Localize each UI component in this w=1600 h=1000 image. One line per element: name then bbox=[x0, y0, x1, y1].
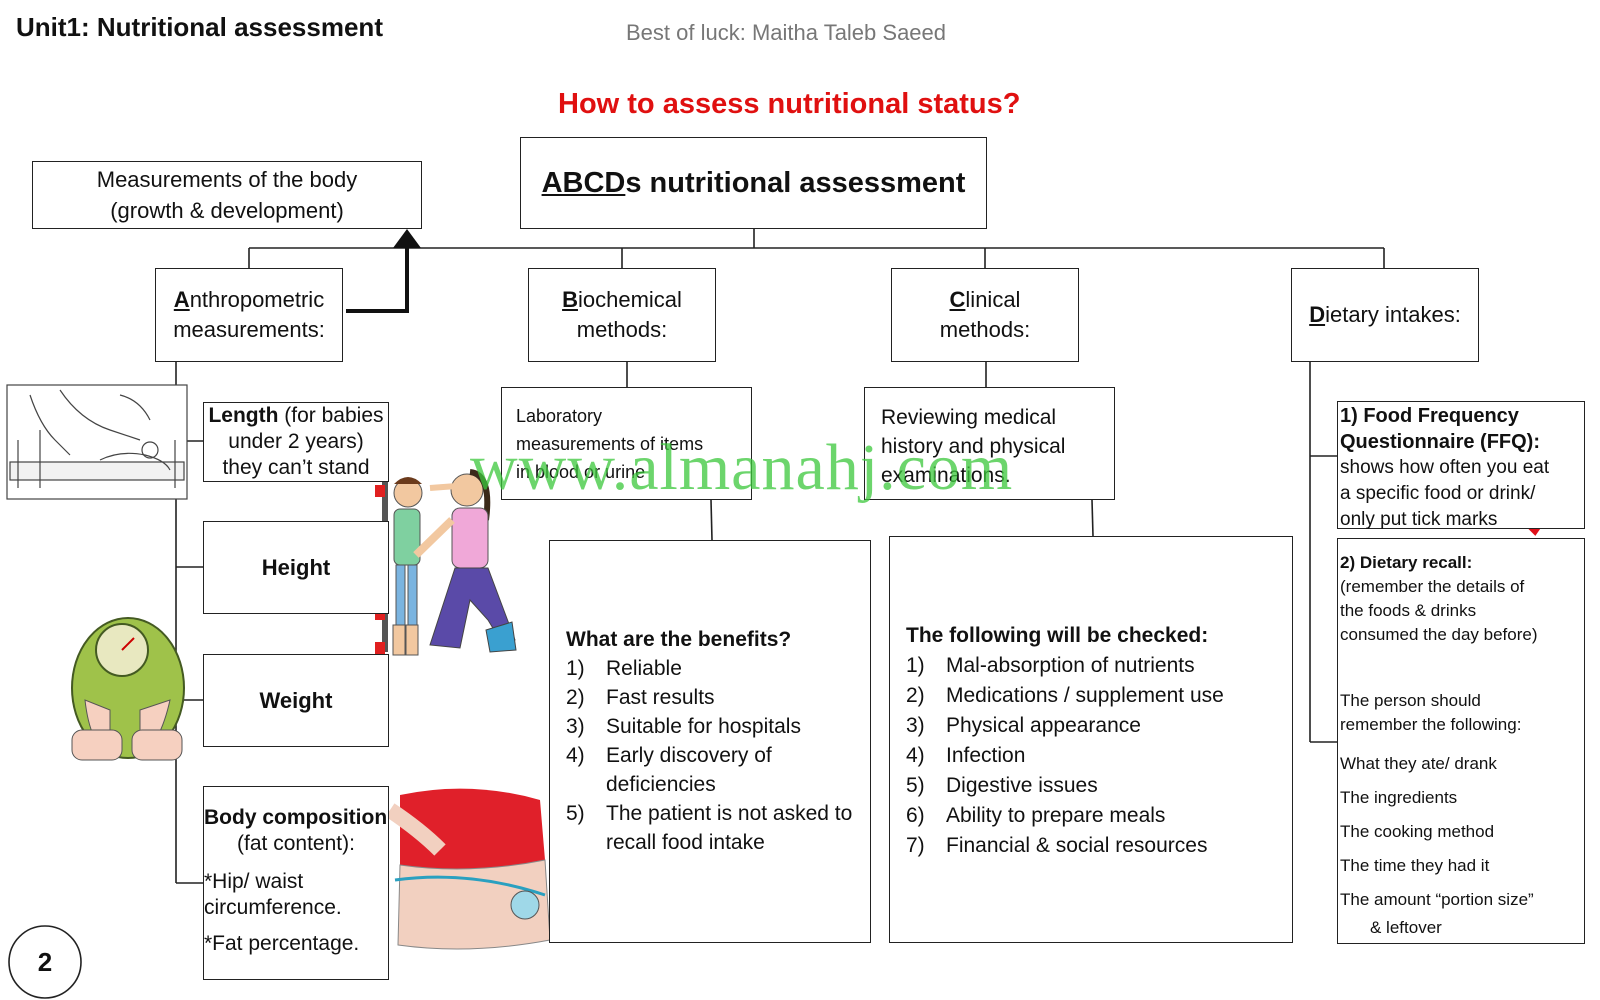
checked-list: 1) Mal-absorption of nutrients 2) Medicatio… bbox=[906, 651, 1282, 861]
checked-item-number: 5) bbox=[906, 774, 925, 797]
checked-item: 4) Infection bbox=[906, 741, 1282, 771]
checked-item: 2) Medications / supplement use bbox=[906, 681, 1282, 711]
benefit-item: 2) Fast results bbox=[566, 683, 860, 712]
weight-box: Weight bbox=[203, 654, 389, 747]
body-composition-box: Body composition (fat content): *Hip/ wa… bbox=[203, 786, 389, 980]
benefit-item-text: Early discovery of deficiencies bbox=[606, 744, 772, 796]
recall-item: The ingredients bbox=[1340, 788, 1458, 807]
checked-item: 6) Ability to prepare meals bbox=[906, 801, 1282, 831]
waist-measurement-illustration bbox=[385, 788, 551, 952]
length-box: Length (for babies under 2 years) they c… bbox=[203, 402, 389, 482]
benefit-item: 5) The patient is not asked to recall foo… bbox=[566, 799, 860, 857]
credit-line: Best of luck: Maitha Taleb Saeed bbox=[626, 20, 947, 45]
root-box: ABCDs nutritional assessment bbox=[520, 137, 987, 229]
baby-length-illustration bbox=[6, 384, 188, 500]
dietary-recall-box: 2) Dietary recall: (remember the details… bbox=[1337, 538, 1585, 944]
checked-item-text: Mal-absorption of nutrients bbox=[946, 654, 1195, 677]
checked-item-text: Infection bbox=[946, 744, 1026, 767]
benefit-item-number: 2) bbox=[566, 686, 585, 709]
checked-item: 1) Mal-absorption of nutrients bbox=[906, 651, 1282, 681]
anthropometric-box: Anthropometric measurements: bbox=[155, 268, 343, 362]
checked-item: 7) Financial & social resources bbox=[906, 831, 1282, 861]
height-box: Height bbox=[203, 521, 389, 614]
recall-item: What they ate/ drank bbox=[1340, 754, 1497, 773]
page-number: 2 bbox=[37, 946, 53, 977]
clinical-desc-box: Reviewing medical history and physical e… bbox=[864, 387, 1115, 500]
ffq-box: 1) Food Frequency Questionnaire (FFQ): s… bbox=[1337, 401, 1585, 530]
benefit-item-text: Reliable bbox=[606, 657, 682, 680]
measurements-note-box: Measurements of the body (growth & devel… bbox=[32, 161, 422, 229]
recall-item: The amount “portion size” bbox=[1340, 890, 1534, 909]
weight-scale-illustration bbox=[71, 617, 185, 761]
checked-item-number: 7) bbox=[906, 834, 925, 857]
arrow-to-measurements bbox=[346, 242, 409, 313]
checked-item-text: Medications / supplement use bbox=[946, 684, 1224, 707]
benefit-item-text: Suitable for hospitals bbox=[606, 715, 801, 738]
biochemical-box: Biochemical methods: bbox=[528, 268, 716, 362]
benefit-item-number: 3) bbox=[566, 715, 585, 738]
recall-item: & leftover bbox=[1370, 918, 1442, 937]
clinical-box: Clinical methods: bbox=[891, 268, 1079, 362]
checked-item-text: Physical appearance bbox=[946, 714, 1141, 737]
benefit-item: 4) Early discovery of deficiencies bbox=[566, 741, 860, 799]
checked-item-number: 6) bbox=[906, 804, 925, 827]
biochemical-desc-box: Laboratory measurements of items in bloo… bbox=[501, 387, 752, 500]
root-title: ABCDs nutritional assessment bbox=[541, 166, 966, 199]
checked-item: 5) Digestive issues bbox=[906, 771, 1282, 801]
checked-item: 3) Physical appearance bbox=[906, 711, 1282, 741]
benefit-item-text: Fast results bbox=[606, 686, 715, 709]
checked-item-number: 3) bbox=[906, 714, 925, 737]
benefits-list: 1) Reliable 2) Fast results 3) Suitable for h… bbox=[566, 654, 860, 857]
benefit-item-text: The patient is not asked to recall food … bbox=[606, 802, 853, 854]
height-measurement-illustration bbox=[375, 469, 517, 656]
checked-item-number: 1) bbox=[906, 654, 925, 677]
benefit-item: 3) Suitable for hospitals bbox=[566, 712, 860, 741]
benefit-item-number: 5) bbox=[566, 802, 585, 825]
checked-item-text: Ability to prepare meals bbox=[946, 804, 1166, 827]
main-question: How to assess nutritional status? bbox=[558, 88, 1021, 120]
unit-title: Unit1: Nutritional assessment bbox=[16, 12, 383, 42]
benefit-item-number: 1) bbox=[566, 657, 585, 680]
recall-item: The cooking method bbox=[1340, 822, 1495, 841]
recall-item: The time they had it bbox=[1340, 856, 1490, 875]
checked-box: The following will be checked: 1)Mal-abs… bbox=[889, 536, 1293, 943]
checked-item-text: Digestive issues bbox=[946, 774, 1098, 797]
checked-item-number: 2) bbox=[906, 684, 925, 707]
checked-item-text: Financial & social resources bbox=[946, 834, 1208, 857]
benefit-item: 1) Reliable bbox=[566, 654, 860, 683]
benefit-item-number: 4) bbox=[566, 744, 585, 767]
dietary-box: Dietary intakes: bbox=[1291, 268, 1479, 362]
watermark: www.almanahj.com bbox=[470, 431, 1014, 504]
checked-item-number: 4) bbox=[906, 744, 925, 767]
